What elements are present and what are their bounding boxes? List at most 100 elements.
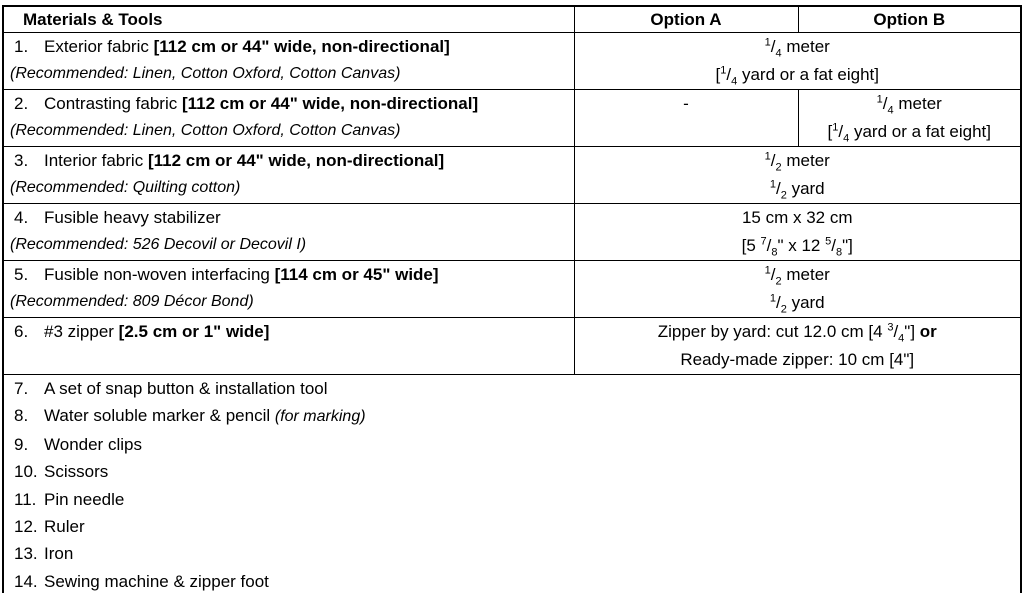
text-segment: [2.5 cm or 1" wide] [118,322,270,341]
text-segment: "] [842,236,853,255]
option-line: 1/4 meter [799,91,1020,119]
item-number: 7. [14,379,29,398]
tools-list-cell: 7. A set of snap button & installation to… [2,374,1022,593]
fraction: 1/2 [769,292,787,316]
item-title: Interior fabric [112 cm or 44" wide, non… [44,151,444,170]
text-segment: [112 cm or 44" wide, non-directional] [147,151,445,170]
text-segment: [112 cm or 44" wide, non-directional] [181,94,479,113]
header-row: Materials & Tools Option A Option B [2,5,1022,33]
option-ab-cell: 1/2 meter 1/2 yard [573,146,1022,204]
tool-item: 9. Wonder clips [4,431,1020,458]
text-segment: meter [781,151,830,170]
tool-text: Scissors [44,462,109,482]
fraction: 1/4 [876,93,894,117]
material-title-line: 5.Fusible non-woven interfacing [114 cm … [4,262,573,290]
material-title-line: 2. Contrasting fabric [112 cm or 44" wide… [4,91,573,119]
fraction: 5/8 [825,235,843,259]
material-row: 5.Fusible non-woven interfacing [114 cm … [2,260,1022,318]
item-number: 9. [14,434,29,454]
fraction: 7/8 [760,235,778,259]
material-row: 6. #3 zipper [2.5 cm or 1" wide] Zipper by… [2,317,1022,375]
tool-item: 8.Water soluble marker & pencil (for mar… [4,402,1020,430]
text-segment: 15 cm x 32 cm [741,208,853,227]
item-number: 6. [14,322,29,341]
material-row: 2. Contrasting fabric [112 cm or 44" wide… [2,89,1022,147]
tool-item: 11. Pin needle [4,486,1020,513]
text-segment: #3 zipper [44,322,119,341]
fraction: 1/2 [764,150,782,174]
item-title: #3 zipper [2.5 cm or 1" wide] [44,322,269,341]
item-title: Fusible non-woven interfacing [114 cm or… [44,265,439,284]
text-segment: Contrasting fabric [44,94,182,113]
option-line: 1/2 meter [575,262,1020,290]
item-note: (Recommended: 526 Decovil or Decovil I) [10,236,307,253]
text-segment: Zipper by yard: cut 12.0 cm [4 [657,322,888,341]
tool-text: Sewing machine & zipper foot [44,571,269,591]
tool-text: Ruler [44,517,85,537]
tool-note: (for marking) [274,408,366,426]
item-note: (Recommended: 809 Décor Bond) [10,293,254,310]
item-number: 10. [14,462,38,482]
tool-text: Wonder clips [44,434,142,454]
text-segment: [5 [741,236,761,255]
item-number: 13. [14,544,38,564]
text-segment: [112 cm or 44" wide, non-directional] [153,37,450,56]
item-number: 3. [14,151,29,170]
tools-row: 7. A set of snap button & installation to… [2,374,1022,593]
tool-item: 7. A set of snap button & installation to… [4,375,1020,402]
text-segment: yard or a fat eight] [737,65,879,84]
item-number: 2. [14,94,29,113]
tool-text: Iron [44,544,74,564]
text-segment: Exterior fabric [44,37,154,56]
tool-item: 14. Sewing machine & zipper foot [4,568,1020,593]
item-number: 11. [14,489,37,509]
header-option-b: Option B [797,5,1022,33]
text-segment: [ [827,122,833,141]
text-segment: [114 cm or 45" wide] [274,265,439,284]
text-segment: [ [715,65,721,84]
text-segment: "] [904,322,920,341]
option-line: [5 7/8" x 12 5/8"] [575,232,1020,260]
item-title: Contrasting fabric [112 cm or 44" wide, … [44,94,478,113]
fraction: 3/4 [887,321,905,345]
item-number: 14. [14,571,38,591]
item-number: 4. [14,208,29,227]
fraction: 1/2 [764,264,782,288]
tool-item: 13. Iron [4,540,1020,567]
material-cell: 6. #3 zipper [2.5 cm or 1" wide] [2,317,575,375]
material-cell: 5.Fusible non-woven interfacing [114 cm … [2,260,575,318]
material-cell: 3. Interior fabric [112 cm or 44" wide, n… [2,146,575,204]
option-ab-cell: 15 cm x 32 cm [5 7/8" x 12 5/8"] [573,203,1022,261]
text-segment: meter [781,265,830,284]
option-cell: - [573,89,799,147]
material-cell: 4. Fusible heavy stabilizer (Recommended: … [2,203,575,261]
tool-text: A set of snap button & installation tool [44,379,328,398]
option-line: 1/4 meter [575,34,1020,62]
item-note: (Recommended: Linen, Cotton Oxford, Cott… [10,65,401,82]
tool-text: Pin needle [44,489,125,509]
text-segment: Fusible non-woven interfacing [44,265,275,284]
material-title-line: 3. Interior fabric [112 cm or 44" wide, n… [4,148,573,176]
option-line: 15 cm x 32 cm [575,205,1020,233]
header-option-a: Option A [573,5,799,33]
fraction: 1/4 [832,121,850,145]
item-title: Fusible heavy stabilizer [44,208,221,227]
item-note: (Recommended: Quilting cotton) [10,179,241,196]
material-title-line: 4. Fusible heavy stabilizer [4,205,573,233]
option-line: - [575,91,797,119]
tool-item: 12.Ruler [4,513,1020,540]
item-note: (Recommended: Linen, Cotton Oxford, Cott… [10,122,401,139]
option-line: Ready-made zipper: 10 cm [4"] [575,346,1020,374]
item-title: Exterior fabric [112 cm or 44" wide, non… [44,37,450,56]
option-line: 1/2 yard [575,175,1020,203]
material-rows-body: 1. Exterior fabric [112 cm or 44" wide, n… [2,32,1022,375]
fraction: 1/4 [764,36,782,60]
text-segment: yard or a fat eight] [849,122,991,141]
text-segment: meter [781,37,830,56]
item-number: 1. [14,37,29,56]
material-title-line: 1. Exterior fabric [112 cm or 44" wide, n… [4,34,573,62]
fraction: 1/2 [769,178,787,202]
